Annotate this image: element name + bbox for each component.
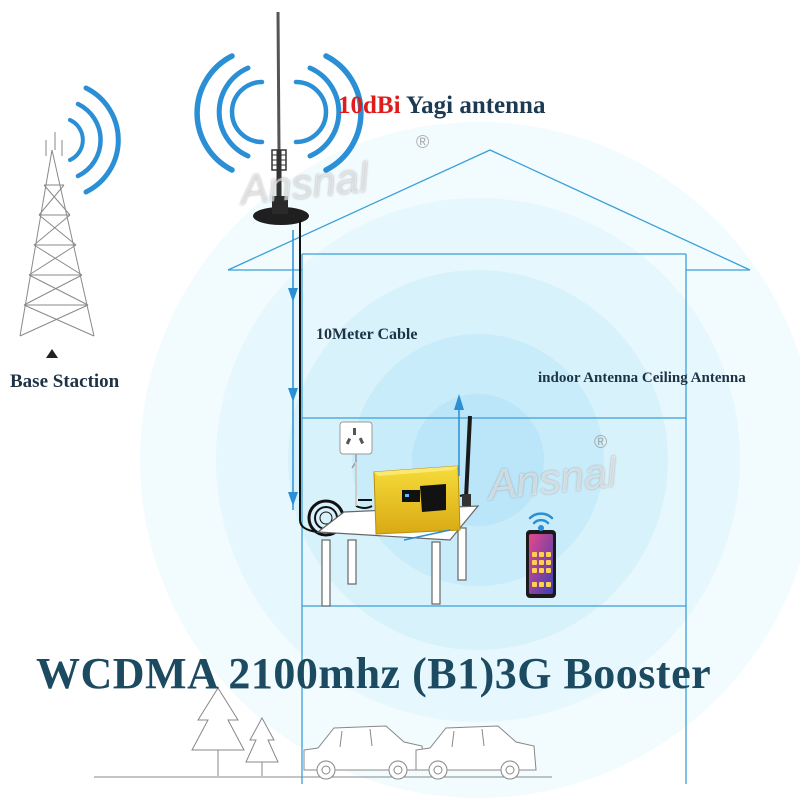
tree-icon: [191, 687, 245, 776]
smartphone-icon: [526, 530, 556, 598]
house-outline: [227, 149, 751, 784]
downlink-arrow-icon: [288, 288, 298, 506]
base-station-tower-icon: [19, 132, 95, 337]
cable-label: 10Meter Cable: [316, 326, 418, 343]
outdoor-antenna-icon: [253, 11, 309, 225]
power-socket-icon: [339, 421, 373, 506]
antenna-name-label: Yagi antenna: [400, 92, 546, 119]
indoor-coverage-rings: [140, 122, 800, 798]
outdoor-antenna-signal-icon: [194, 53, 364, 173]
signal-guide-line: [403, 529, 451, 541]
registered-mark: ®: [594, 432, 608, 452]
uplink-arrow-icon: [454, 394, 464, 476]
base-station-signal-icon: [68, 85, 121, 195]
indoor-antenna-label: indoor Antenna Ceiling Antenna: [538, 370, 746, 386]
booster-unit-icon: [358, 465, 469, 535]
wifi-icon: [528, 512, 554, 532]
pointer-triangle-icon: [46, 349, 58, 358]
registered-mark: ®: [416, 132, 430, 152]
booster-title: WCDMA 2100mhz (B1)3G Booster: [36, 649, 712, 698]
car-icon: [303, 725, 425, 780]
indoor-antenna-icon: [462, 415, 472, 506]
tree-icon: [245, 716, 279, 776]
outdoor-antenna-label: 10dBi Yagi antenna: [338, 92, 545, 120]
antenna-gain-label: 10dBi: [338, 92, 401, 119]
car-icon: [415, 725, 537, 780]
base-station-label: Base Staction: [10, 371, 120, 392]
